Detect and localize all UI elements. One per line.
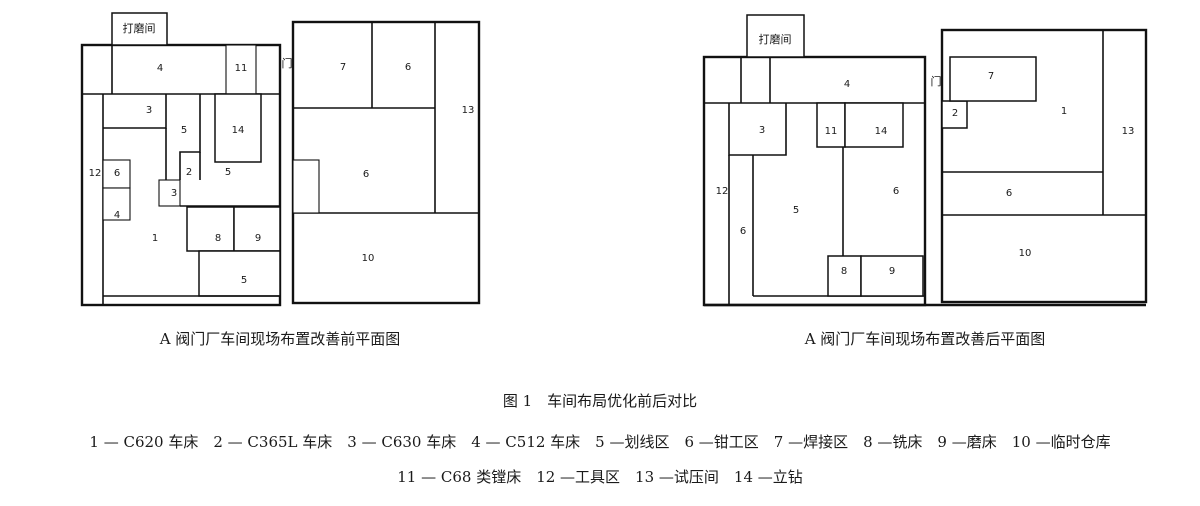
before-label-3b: 3 [171,188,177,199]
before-label-8: 8 [215,233,221,244]
figure-title: 图 1 车间布局优化前后对比 [502,392,698,410]
before-label-4: 4 [157,63,163,74]
before-label-6b: 6 [114,168,120,179]
after-label-12: 12 [716,186,729,197]
after-label-9: 9 [889,266,895,277]
legend-row-2: 11 — C68 类镗床 12 —工具区 13 —试压间 14 —立钻 [397,468,803,486]
legend-row-1: 1 — C620 车床 2 — C365L 车床 3 — C630 车床 4 —… [89,433,1111,451]
after-room-14 [844,102,904,148]
before-room3a-wall [103,94,167,129]
after-label-1: 1 [1061,106,1067,117]
before-label-7: 7 [340,62,346,73]
after-room-9 [860,255,924,297]
before-label-6c: 6 [363,169,369,180]
before-room-5c [198,250,281,297]
after-label-5: 5 [793,205,799,216]
after-label-14: 14 [875,126,888,137]
before-room5a-right [179,94,201,180]
after-label-3: 3 [759,125,765,136]
before-label-2: 2 [186,167,192,178]
before-label-14: 14 [232,125,245,136]
after-room3-wall [728,103,787,156]
before-label-5c: 5 [241,275,247,286]
before-label-9: 9 [255,233,261,244]
before-label-4b: 4 [114,210,120,221]
before-small-closet [292,159,320,214]
before-label-11: 11 [235,63,248,74]
after-label-4: 4 [844,79,850,90]
before-label-10: 10 [362,253,375,264]
after-caption: A 阀门厂车间现场布置改善后平面图 [804,330,1046,348]
after-label-13: 13 [1122,126,1135,137]
before-room-14 [214,93,262,163]
after-label-8: 8 [841,266,847,277]
before-grinding-room [111,12,168,46]
before-room-9 [233,206,281,252]
before-label-3a: 3 [146,105,152,116]
before-label-1: 1 [152,233,158,244]
after-label-10: 10 [1019,248,1032,259]
before-grinding-room-label: 打磨间 [123,21,156,35]
after-door-label: 门 [931,74,942,88]
before-room-11 [225,44,257,95]
before-caption: A 阀门厂车间现场布置改善前平面图 [159,330,401,348]
after-grinding-room [746,14,805,58]
before-plan: 打磨间 4 11 门 12 3 5 14 2 3 5 6 4 [80,12,481,307]
before-room-3b [158,179,181,207]
after-label-6b: 6 [893,186,899,197]
before-door-label: 门 [282,56,293,70]
after-label-6a: 6 [740,226,746,237]
after-label-6c: 6 [1006,188,1012,199]
after-label-2: 2 [952,108,958,119]
before-label-5a: 5 [181,125,187,136]
after-room-7 [949,56,1037,102]
before-label-6a: 6 [405,62,411,73]
after-room-11 [816,102,846,148]
before-label-13: 13 [462,105,475,116]
before-right-outer-wall [291,20,481,305]
after-label-7: 7 [988,71,994,82]
before-room-4b [102,187,131,221]
after-grinding-room-label: 打磨间 [759,32,792,46]
before-label-5b: 5 [225,167,231,178]
after-label-11: 11 [825,126,838,137]
after-plan: 打磨间 4 门 3 12 6 5 11 14 6 8 9 2 7 [702,14,1148,307]
before-label-12: 12 [89,168,102,179]
before-room-6b [102,159,131,189]
after-right-outer-wall [940,28,1148,304]
before-room-8 [186,206,235,252]
before-left-outer-wall [80,43,282,307]
